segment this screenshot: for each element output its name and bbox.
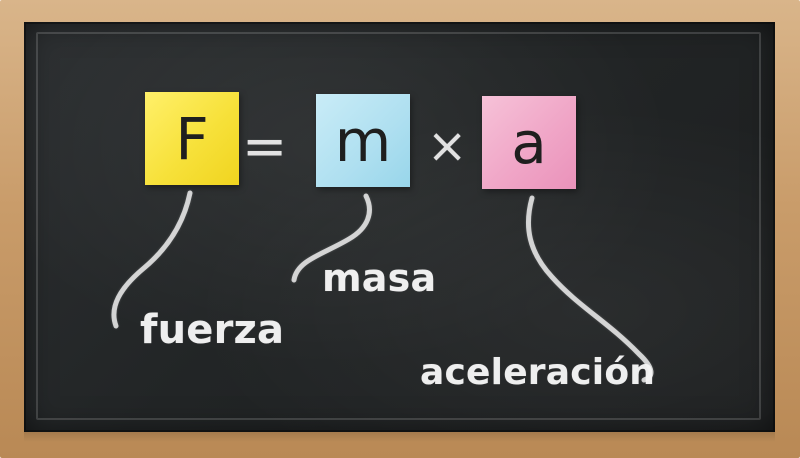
mass-symbol: m: [334, 106, 392, 175]
label-mass: masa: [322, 256, 437, 300]
blackboard: F = m × a masa fuerza aceleración: [24, 22, 775, 432]
sticky-note-mass: m: [316, 94, 410, 187]
acceleration-symbol: a: [511, 108, 547, 177]
equals-sign: =: [242, 115, 288, 178]
chalk-tray-shadow: [24, 432, 775, 442]
sticky-note-acceleration: a: [482, 96, 576, 189]
sticky-note-force: F: [145, 92, 239, 185]
force-symbol: F: [175, 104, 209, 173]
times-sign: ×: [427, 118, 468, 174]
label-acceleration: aceleración: [420, 352, 656, 393]
chalk-border: [36, 32, 761, 420]
label-force: fuerza: [140, 307, 285, 353]
